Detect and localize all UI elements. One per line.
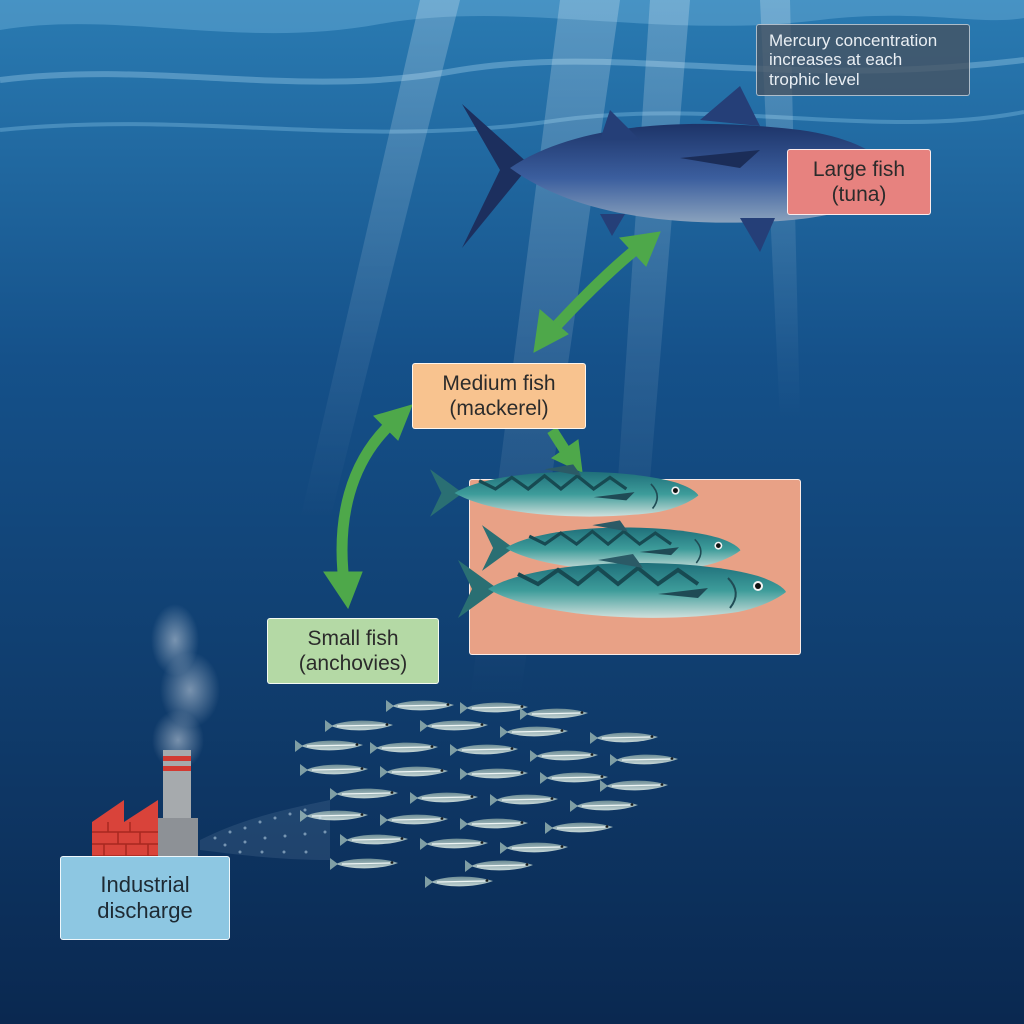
medium-fish-species: (mackerel) — [449, 397, 549, 420]
label-small-fish: Small fish (anchovies) — [267, 618, 439, 684]
label-large-fish: Large fish (tuna) — [787, 149, 931, 215]
small-fish-title: Small fish — [307, 626, 399, 650]
note-line-3: trophic level — [769, 69, 860, 89]
trophic-arrows — [323, 231, 661, 610]
arrow-head-large — [618, 231, 661, 267]
arrow-label-to-panel — [547, 427, 571, 455]
industrial-line-1: Industrial — [100, 871, 190, 897]
note-line-2: increases at each — [769, 50, 903, 70]
small-fish-species: (anchovies) — [298, 652, 408, 675]
mercury-note: Mercury concentration increases at each … — [756, 24, 970, 96]
arrow-medium-to-large — [543, 241, 644, 339]
mackerel-illustration — [430, 462, 788, 620]
arrow-small-to-medium — [336, 415, 399, 591]
large-fish-species: (tuna) — [831, 183, 887, 206]
medium-fish-title: Medium fish — [442, 371, 556, 395]
arrow-head-panel — [550, 439, 583, 473]
label-industrial-discharge: Industrial discharge — [60, 856, 230, 940]
large-fish-title: Large fish — [812, 157, 906, 181]
mackerel-panel — [430, 462, 801, 655]
discharge-plume — [200, 800, 330, 860]
note-line-1: Mercury concentration — [769, 31, 938, 51]
industrial-line-2: discharge — [97, 898, 193, 923]
arrow-head-medium — [373, 404, 413, 441]
arrow-head-small — [323, 571, 363, 610]
label-medium-fish: Medium fish (mackerel) — [412, 363, 586, 429]
arrow-head-medium-top — [533, 309, 569, 353]
factory-icon — [92, 750, 198, 870]
